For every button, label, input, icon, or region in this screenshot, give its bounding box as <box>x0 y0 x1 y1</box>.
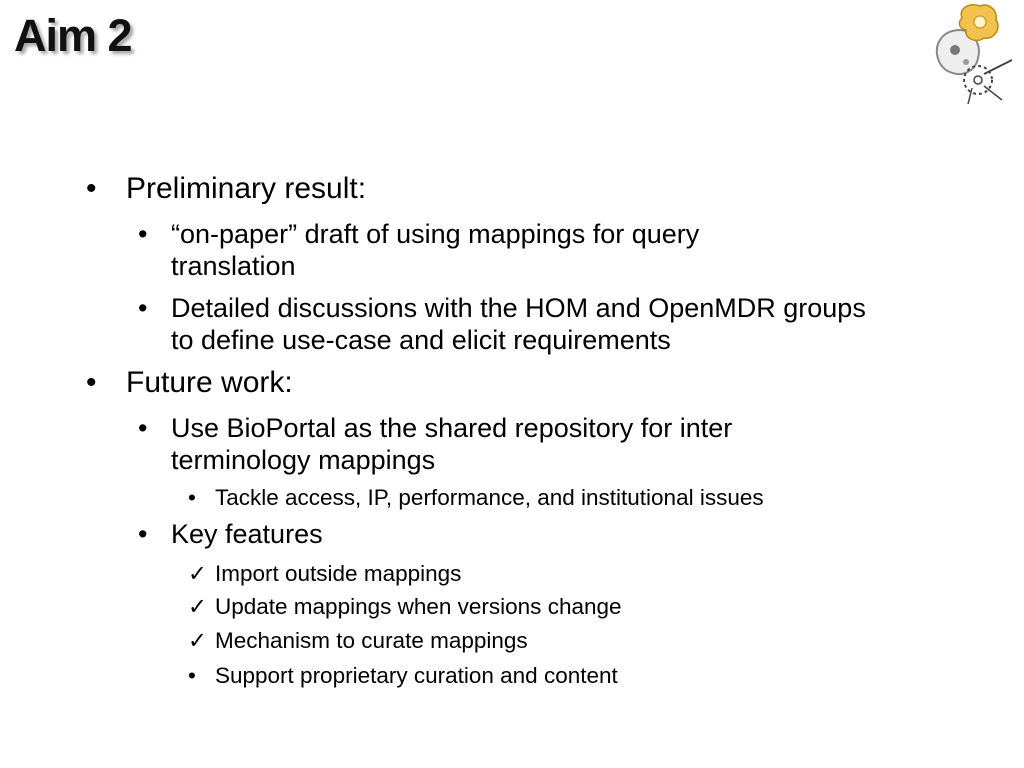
bullet-marker: • <box>86 366 97 399</box>
feature-text: Support proprietary curation and content <box>215 663 618 688</box>
bullet-tackle-access: • Tackle access, IP, performance, and in… <box>188 484 905 512</box>
bullet-preliminary-result: • Preliminary result: <box>86 172 846 206</box>
bullet-marker: • <box>188 485 196 510</box>
bullet-marker: • <box>188 663 196 688</box>
feature-update-mappings: ✓ Update mappings when versions change <box>188 593 905 621</box>
bullet-marker: • <box>138 293 148 323</box>
bullet-detailed-discussions: • Detailed discussions with the HOM and … <box>138 292 871 356</box>
checkmark-icon: ✓ <box>188 561 207 587</box>
bullet-text: Future work: <box>126 366 293 399</box>
logo-icon <box>935 4 1013 105</box>
bullet-text: “on-paper” draft of using mappings for q… <box>171 219 700 281</box>
slide-title: Aim 2 <box>14 10 133 61</box>
bullet-key-features: • Key features <box>138 518 876 550</box>
bullet-text: Detailed discussions with the HOM and Op… <box>171 293 866 355</box>
checkmark-icon: ✓ <box>188 628 207 654</box>
feature-support-proprietary: • Support proprietary curation and conte… <box>188 662 905 690</box>
bullet-marker: • <box>138 219 148 249</box>
bullet-use-bioportal: • Use BioPortal as the shared repository… <box>138 412 841 476</box>
checkmark-icon: ✓ <box>188 594 207 620</box>
bullet-future-work: • Future work: <box>86 366 846 400</box>
bullet-text: Tackle access, IP, performance, and inst… <box>215 485 764 510</box>
bullet-text: Use BioPortal as the shared repository f… <box>171 413 733 475</box>
bullet-marker: • <box>86 172 97 205</box>
feature-text: Import outside mappings <box>215 561 462 586</box>
bullet-text: Key features <box>171 519 323 549</box>
feature-text: Update mappings when versions change <box>215 594 622 619</box>
feature-import-outside-mappings: ✓ Import outside mappings <box>188 560 905 588</box>
bullet-text: Preliminary result: <box>126 172 367 205</box>
bullet-on-paper-draft: • “on-paper” draft of using mappings for… <box>138 218 811 282</box>
feature-mechanism-curate: ✓ Mechanism to curate mappings <box>188 627 905 655</box>
bullet-marker: • <box>138 519 148 549</box>
feature-text: Mechanism to curate mappings <box>215 628 528 653</box>
bullet-marker: • <box>138 413 148 443</box>
